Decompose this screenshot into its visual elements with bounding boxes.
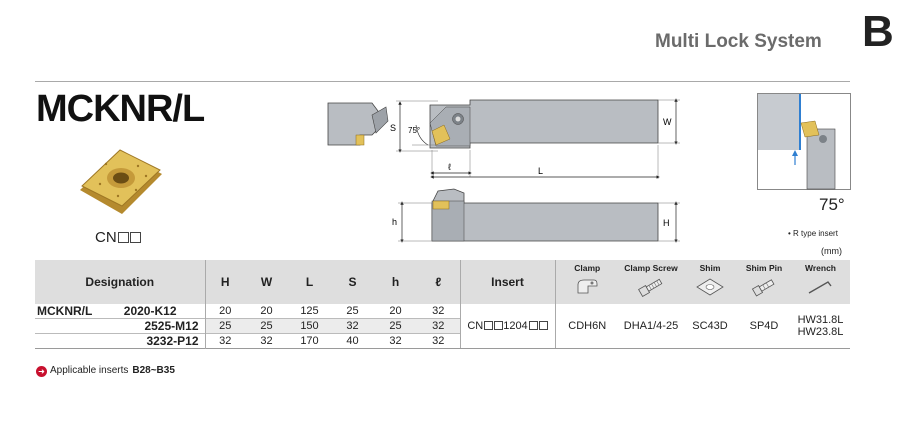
- arrow-right-icon: ➜: [36, 366, 47, 377]
- clamp-icon: [577, 279, 598, 294]
- col-header-wrench: Wrench: [791, 260, 850, 304]
- clamp-cell: CDH6N: [555, 304, 619, 349]
- angle-note: 75°: [819, 195, 845, 214]
- cell-W: 25: [245, 318, 288, 333]
- cell-h: 20: [389, 304, 402, 317]
- end-view: [327, 102, 389, 146]
- cell-L: 170: [300, 334, 319, 347]
- side-view: [431, 188, 659, 242]
- cell-l: 32: [417, 318, 461, 333]
- series-label: MCKNR/L: [37, 304, 93, 318]
- cell-S: 40: [346, 334, 359, 347]
- col-header-clamp: Clamp: [555, 260, 619, 304]
- section-letter: B: [862, 7, 894, 56]
- applicable-pages: B28~B35: [132, 365, 175, 376]
- designation-value: 2020-K12: [123, 304, 177, 318]
- placeholder-box-icon: [528, 320, 538, 330]
- designation-value: 2525-M12: [35, 318, 206, 333]
- cell-S: 25: [346, 304, 359, 317]
- placeholder-box-icon: [494, 320, 504, 330]
- unit-note: (mm): [821, 246, 842, 256]
- cell-H: 32: [219, 334, 232, 347]
- series-title: Multi Lock System: [655, 31, 822, 52]
- cell-h: 25: [374, 318, 417, 333]
- col-header-H: H: [205, 260, 245, 304]
- dim-H-label: H: [663, 218, 670, 228]
- wrench-icon: [808, 281, 832, 294]
- shim-pin-cell: SP4D: [737, 304, 791, 349]
- insert-type-note: • R type insert: [788, 229, 838, 238]
- pin-icon: [751, 279, 775, 297]
- application-diagram: [757, 93, 851, 190]
- placeholder-box-icon: [484, 320, 494, 330]
- product-code: MCKNR/L: [36, 88, 205, 130]
- cell-W: 32: [260, 334, 273, 347]
- col-header-designation: Designation: [35, 260, 206, 304]
- tool-holder-drawing: S 75° W ℓ L h H: [327, 98, 680, 243]
- applicable-label: Applicable inserts: [50, 365, 129, 376]
- dim-l-label: ℓ: [448, 162, 452, 172]
- col-header-clamp-screw: Clamp Screw: [619, 260, 683, 304]
- table-row: 3232-P12 32 32 170 40 32 32: [35, 333, 850, 348]
- cell-L: 125: [300, 304, 319, 317]
- dim-L-label: L: [538, 166, 543, 176]
- shim-cell: SC43D: [683, 304, 737, 349]
- col-header-h: h: [374, 260, 417, 304]
- cell-h: 32: [389, 334, 402, 347]
- designation-value: 3232-P12: [35, 333, 206, 348]
- cell-l: 32: [417, 333, 461, 348]
- designation-cell: MCKNR/L 2020-K12: [35, 304, 206, 318]
- col-header-shim-pin: Shim Pin: [737, 260, 791, 304]
- cell-H: 20: [219, 304, 232, 317]
- dim-W-label: W: [663, 117, 672, 127]
- cell-L: 150: [288, 318, 331, 333]
- col-header-l: ℓ: [417, 260, 461, 304]
- col-header-S: S: [331, 260, 374, 304]
- insert-caption: CN: [95, 229, 141, 246]
- top-view: [429, 99, 659, 149]
- cell-H: 25: [205, 318, 245, 333]
- dim-angle-label: 75°: [408, 126, 420, 135]
- cell-W: 20: [260, 304, 273, 317]
- spec-table: Designation H W L S h ℓ Insert Clamp Cla…: [35, 260, 850, 349]
- clamp-screw-cell: DHA1/4-25: [619, 304, 683, 349]
- screw-icon: [638, 278, 663, 297]
- placeholder-box-icon: [538, 320, 548, 330]
- col-header-shim: Shim: [683, 260, 737, 304]
- placeholder-box-icon: [129, 232, 141, 243]
- cell-S: 32: [331, 318, 374, 333]
- placeholder-box-icon: [117, 232, 129, 243]
- insert-image: [80, 149, 162, 214]
- header-divider: [35, 81, 850, 82]
- col-header-L: L: [288, 260, 331, 304]
- shim-icon: [696, 278, 724, 296]
- col-header-W: W: [245, 260, 288, 304]
- dim-S-label: S: [390, 123, 396, 133]
- table-header-row: Designation H W L S h ℓ Insert Clamp Cla…: [35, 260, 850, 304]
- cell-l: 32: [417, 304, 461, 318]
- dim-h-label: h: [392, 217, 397, 227]
- col-header-insert: Insert: [460, 260, 556, 304]
- table-row: 2525-M12 25 25 150 32 25 32: [35, 318, 850, 333]
